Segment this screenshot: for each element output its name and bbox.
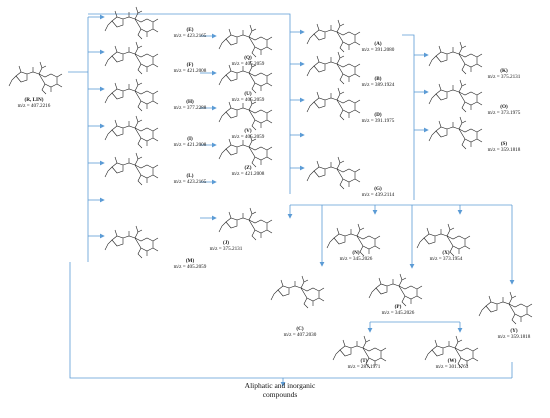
label-G: (G)m/z = 439.2114 [361, 186, 395, 198]
structure-Q [218, 24, 273, 58]
label-L: (L)m/z = 423.2165 [173, 173, 207, 185]
label-U: (U)m/z = 405.2059 [231, 91, 265, 103]
structure-O [428, 79, 483, 113]
structure-C [270, 275, 325, 309]
structure-J [218, 207, 273, 241]
structure-D [306, 87, 361, 121]
label-V: (V)m/z = 405.2059 [231, 128, 265, 140]
structure-M [104, 225, 159, 259]
structure-Y [478, 291, 533, 325]
structure-S [428, 116, 483, 150]
label-K: (K)m/z = 375.2131 [487, 68, 521, 80]
label-B: (B)m/z = 389.1924 [361, 76, 395, 88]
structure-I [104, 115, 159, 149]
label-N: (N)m/z = 345.2026 [339, 250, 373, 262]
structure-A [306, 19, 361, 53]
label-J: (J)m/z = 375.2131 [209, 240, 243, 252]
label-X: (X)m/z = 373.1954 [429, 250, 463, 262]
structure-K [428, 41, 483, 75]
structure-H [104, 78, 159, 112]
arrows [68, 13, 515, 387]
label-O: (O)m/z = 373.1975 [487, 104, 521, 116]
structure-RLIN [8, 61, 63, 95]
structure-G [306, 156, 361, 190]
structure-L [104, 152, 159, 186]
structure-P [368, 273, 423, 307]
label-Z: (Z)m/z = 421.2008 [231, 165, 265, 177]
label-T: (T)m/z = 287.1971 [347, 358, 381, 370]
label-Y: (Y)m/z = 359.1818 [497, 328, 531, 340]
label-I: (I)m/z = 421.2008 [173, 136, 207, 148]
label-M: (M)m/z = 405.2059 [173, 258, 207, 270]
label-E: (E)m/z = 423.2165 [173, 27, 207, 39]
label-Q: (Q)m/z = 405.2059 [231, 55, 265, 67]
label-P: (P)m/z = 345.2026 [381, 304, 415, 316]
structure-E [104, 6, 159, 40]
label-W: (W)m/z = 301.1763 [435, 358, 469, 370]
label-RLIN: (R, LIN)m/z = 407.2216 [17, 97, 51, 109]
label-A: (A)m/z = 391.2080 [361, 41, 395, 53]
molecule-structures [8, 6, 533, 369]
label-F: (F)m/z = 421.2008 [173, 62, 207, 74]
final-products-label: Aliphatic and inorganic compounds [244, 381, 316, 399]
label-S: (S)m/z = 359.1818 [487, 141, 521, 153]
label-H: (H)m/z = 377.2288 [173, 99, 207, 111]
structure-F [104, 41, 159, 75]
structure-B [306, 51, 361, 85]
label-D: (D)m/z = 391.1975 [361, 112, 395, 124]
label-C: (C)m/z = 407.2030 [283, 326, 317, 338]
